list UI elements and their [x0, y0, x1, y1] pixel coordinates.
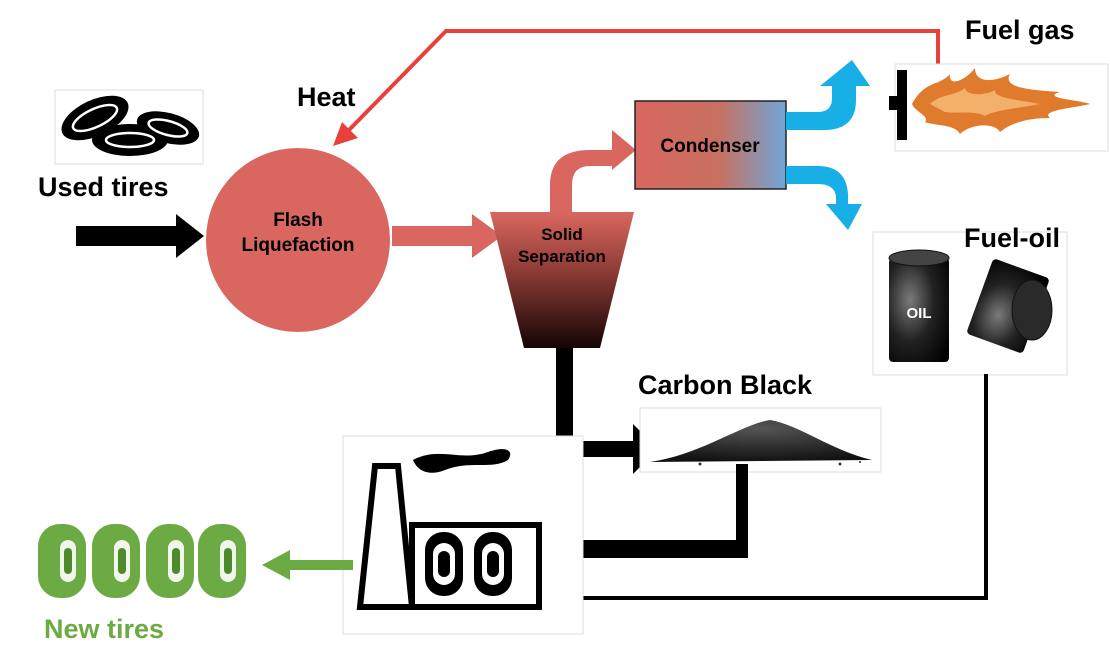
flash-label-line2: Liquefaction — [242, 235, 355, 256]
factory-icon — [342, 435, 584, 635]
oil-barrels-icon: OIL — [872, 231, 1068, 376]
flash-label-line1: Flash — [273, 210, 323, 231]
heat-arrowhead — [333, 122, 358, 146]
condenser-node — [634, 100, 787, 190]
flash-liquefaction-node — [206, 148, 390, 332]
separation-to-condenser-arrow — [550, 130, 636, 212]
solid-separation-node — [490, 212, 634, 348]
new-tires-label: New tires — [44, 614, 164, 644]
fuel-oil-to-factory-line — [556, 374, 988, 600]
carbon-black-pile-icon — [639, 407, 882, 473]
flame-burner-icon — [889, 63, 1109, 152]
solid-label-line2: Separation — [518, 247, 606, 266]
oil-barrel-text: OIL — [907, 305, 932, 322]
factory-to-new-tires-arrow — [262, 550, 353, 580]
solid-label-line1: Solid — [541, 225, 583, 244]
used-tires-icon — [54, 89, 204, 165]
condenser-label: Condenser — [660, 136, 760, 157]
condenser-to-fuel-gas-arrow — [786, 60, 870, 130]
new-tires-icon — [38, 524, 246, 598]
fuel-oil-label: Fuel-oil — [964, 223, 1060, 253]
heat-line — [346, 29, 940, 133]
flash-to-separation-arrow — [392, 214, 502, 258]
carbon-to-factory-arrow — [545, 464, 748, 570]
heat-label: Heat — [297, 82, 356, 112]
used-tires-label: Used tires — [38, 172, 169, 202]
input-arrow — [76, 214, 204, 258]
condenser-to-fuel-oil-arrow — [786, 166, 862, 230]
fuel-gas-label: Fuel gas — [965, 15, 1075, 45]
carbon-black-label: Carbon Black — [638, 370, 813, 400]
